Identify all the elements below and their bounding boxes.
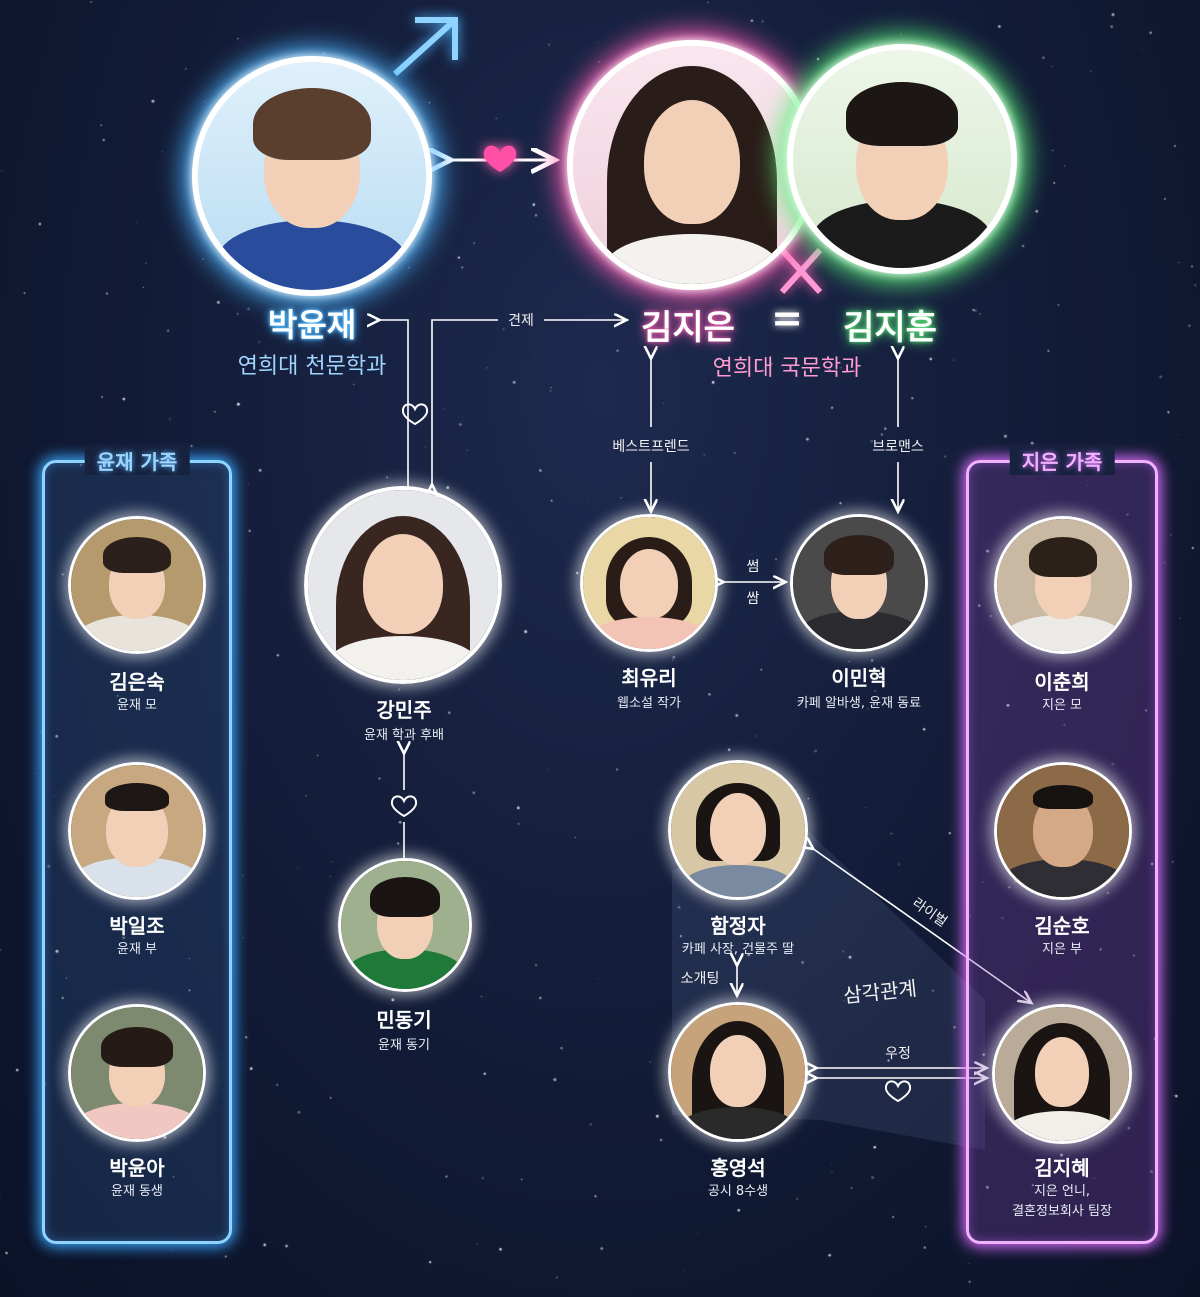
yuri-role: 웹소설 작가: [617, 696, 681, 711]
friendship-label: 우정: [885, 1046, 911, 1062]
portrait-eunsuk: [68, 516, 206, 654]
yuri-name: 최유리: [621, 666, 677, 690]
portrait-donggi: [338, 858, 472, 992]
eunsuk-name: 김은숙: [109, 670, 165, 694]
rival-line: [812, 848, 1030, 1002]
iljo-role: 윤재 부: [116, 942, 158, 957]
heart-icon: [483, 145, 517, 172]
yunjae-minju-line: [378, 320, 409, 488]
yunjae-name: 박윤재: [267, 306, 357, 344]
jihye-role-1: 지은 언니,: [1033, 1184, 1091, 1199]
youngseok-role: 공시 8수생: [707, 1184, 769, 1199]
some-label-bottom: 쌈: [746, 591, 760, 607]
iljo-name: 박일조: [109, 914, 165, 938]
portrait-jeongja: [668, 760, 808, 900]
portrait-jieun: [567, 40, 817, 290]
portrait-minju: [304, 486, 502, 684]
jihye-role-2: 결혼정보회사 팀장: [1012, 1204, 1112, 1219]
portrait-minhyuk: [790, 514, 928, 652]
bromance-label: 브로맨스: [872, 439, 924, 455]
bestfriend-label: 베스트프렌드: [612, 439, 690, 455]
minju-name: 강민주: [376, 698, 432, 722]
jihye-name: 김지혜: [1034, 1156, 1090, 1180]
portrait-iljo: [68, 762, 206, 900]
portrait-yuri: [580, 514, 718, 652]
equals-sign: =: [771, 296, 803, 340]
portrait-chunhee: [994, 516, 1132, 654]
yunjae-desc: 연희대 천문학과: [237, 354, 387, 379]
jeongja-name: 함정자: [710, 914, 766, 938]
yunjae-family-title: 윤재 가족: [84, 446, 190, 475]
portrait-youngseok: [668, 1002, 808, 1142]
jihoon-name: 김지훈: [843, 308, 937, 348]
portrait-yuna: [68, 1004, 206, 1142]
yuna-role: 윤재 동생: [111, 1184, 163, 1199]
chunhee-name: 이춘희: [1034, 670, 1090, 694]
chunhee-role: 지은 모: [1041, 698, 1083, 713]
blind-date-label: 소개팅: [680, 971, 720, 987]
minhyuk-role: 카페 알바생, 윤재 동료: [796, 696, 922, 711]
donggi-name: 민동기: [376, 1008, 432, 1032]
minju-role: 윤재 학과 후배: [363, 728, 445, 743]
rivalry-label: 견제: [508, 313, 534, 329]
heart-outline-icon: [401, 403, 429, 426]
rivalry-line-left: [432, 319, 498, 486]
some-label-top: 썸: [746, 559, 760, 575]
portrait-sunho: [994, 762, 1132, 900]
jeongja-role: 카페 사장, 건물주 딸: [681, 942, 795, 957]
portrait-jihoon: [787, 44, 1017, 274]
heart-outline-icon: [390, 795, 418, 818]
heart-outline-icon: [884, 1080, 912, 1103]
youngseok-name: 홍영석: [710, 1156, 766, 1180]
eunsuk-role: 윤재 모: [116, 698, 158, 713]
minhyuk-name: 이민혁: [831, 666, 887, 690]
jieun-family-title: 지은 가족: [1009, 446, 1115, 475]
portrait-yunjae: [192, 56, 432, 296]
jieun-desc: 연희대 국문학과: [712, 356, 862, 381]
donggi-role: 윤재 동기: [378, 1038, 430, 1053]
yuna-name: 박윤아: [109, 1156, 165, 1180]
jieun-name: 김지은: [641, 308, 735, 348]
sunho-name: 김순호: [1034, 914, 1090, 938]
portrait-jihye: [992, 1004, 1132, 1144]
sunho-role: 지은 부: [1041, 942, 1083, 957]
